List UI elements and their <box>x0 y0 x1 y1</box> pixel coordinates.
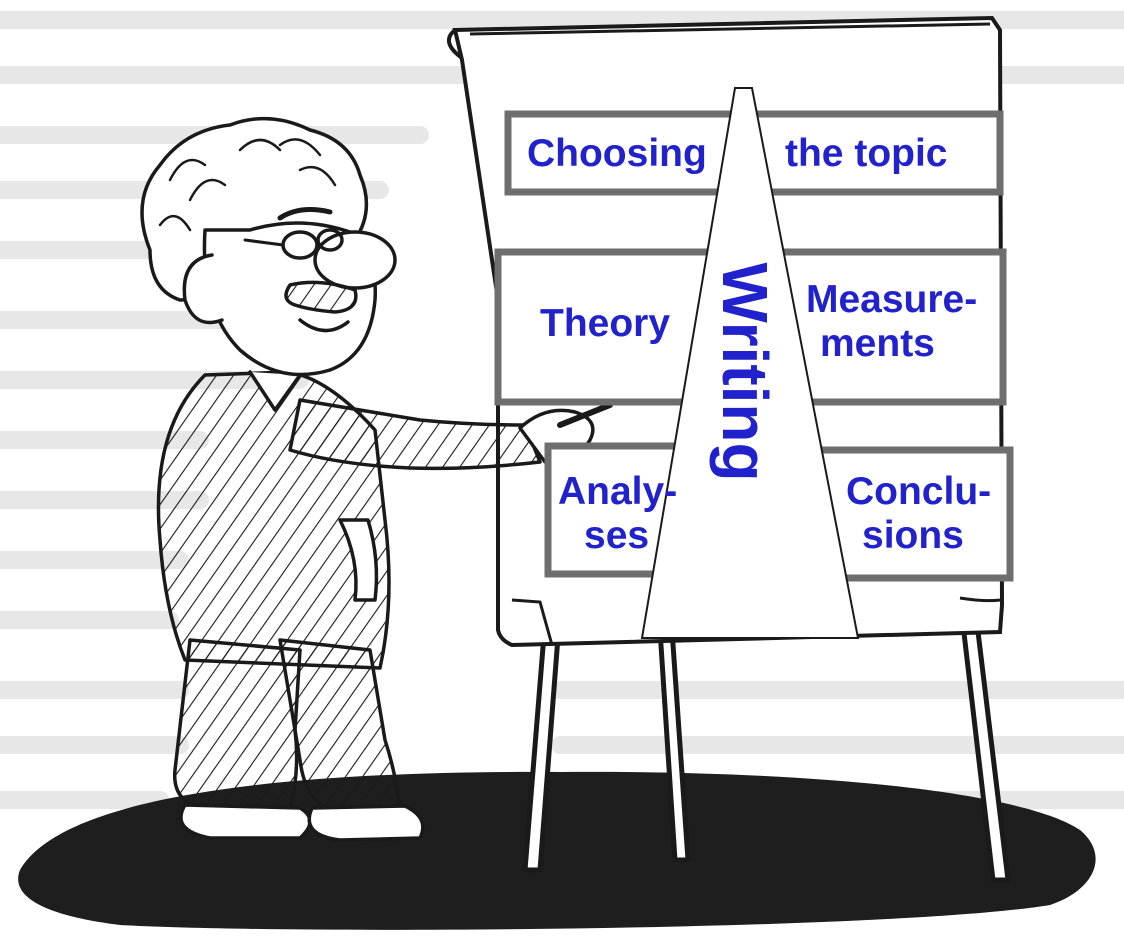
writing-label: Writing <box>709 262 781 482</box>
cartoon-man <box>140 116 613 842</box>
label-conclusions-line1: Conclu- <box>846 470 992 513</box>
label-conclusions: Conclu- sions <box>846 470 991 558</box>
label-conclusions-line2: sions <box>862 514 964 557</box>
label-choosing: Choosing <box>527 132 707 175</box>
label-analyses-line2: ses <box>584 514 650 557</box>
label-analyses: Analy- ses <box>558 470 677 558</box>
label-analyses-line1: Analy- <box>558 470 678 513</box>
label-theory: Theory <box>540 302 671 345</box>
writing-triangle <box>640 87 860 639</box>
label-the-topic: the topic <box>785 132 948 175</box>
label-measurements: Measure- ments <box>806 278 977 366</box>
label-measurements-line2: ments <box>820 322 935 365</box>
label-measurements-line1: Measure- <box>806 278 978 321</box>
